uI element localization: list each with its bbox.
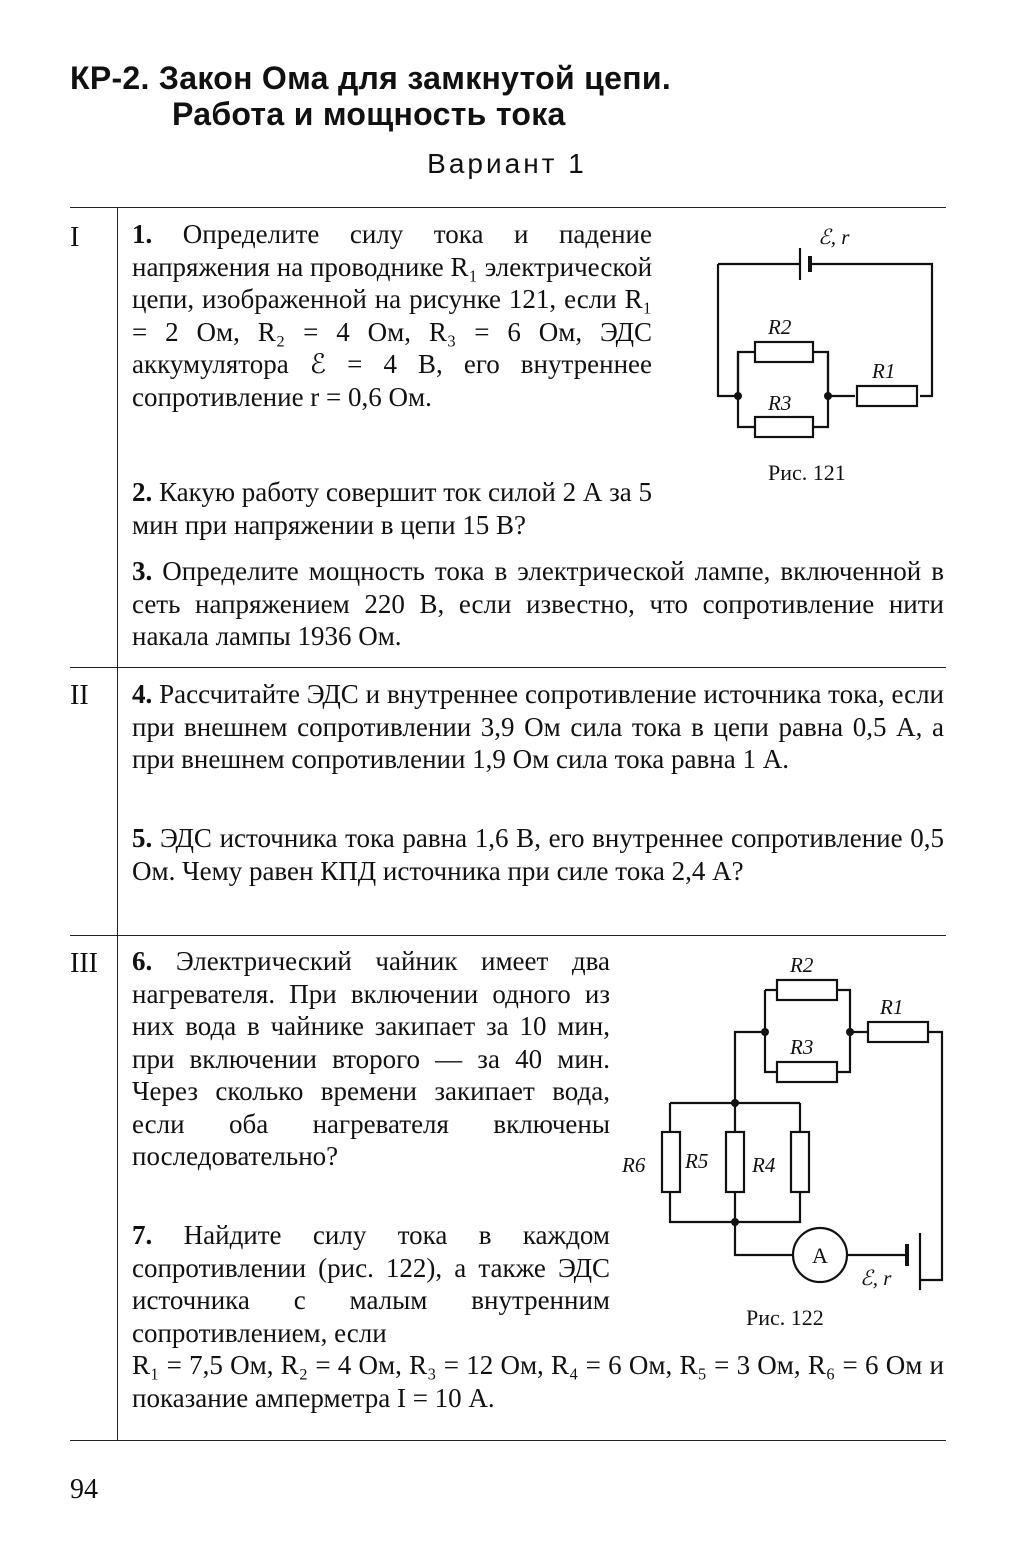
- problem-3-text: Определите мощность тока в электрической…: [132, 556, 944, 651]
- resistor-r6: [660, 1130, 682, 1194]
- section-label-1: I: [70, 222, 80, 253]
- resistor-r1-label: R1: [879, 995, 903, 1019]
- problem-5-text: ЭДС источника тока равна 1,6 В, его внут…: [132, 823, 945, 886]
- problem-5: 5. ЭДС источника тока равна 1,6 В, его в…: [132, 822, 944, 887]
- source-label: ℰ, r: [818, 225, 850, 249]
- problem-5-number: 5.: [132, 823, 153, 853]
- problem-1-text: Определите силу тока и падение напряжени…: [132, 219, 653, 412]
- problem-6-number: 6.: [132, 946, 153, 976]
- junction-dot: [734, 392, 742, 400]
- resistor-r1: [866, 1020, 930, 1044]
- ammeter-icon: [791, 1226, 849, 1284]
- resistor-r6-label: R6: [621, 1153, 646, 1177]
- problem-4-number: 4.: [132, 679, 153, 709]
- section-label-2: II: [70, 680, 89, 711]
- resistor-r2-label: R2: [789, 953, 814, 977]
- title-line-1: КР-2. Закон Ома для замкнутой цепи.: [70, 60, 672, 96]
- problem-7-number: 7.: [132, 1220, 153, 1250]
- problem-6: 6. Электрический чайник имеет два нагрев…: [132, 945, 610, 1173]
- source-label: ℰ, r: [860, 1266, 892, 1290]
- section-divider-2: [70, 935, 946, 936]
- problem-1: 1. Определите силу тока и падение напряж…: [132, 218, 652, 413]
- resistor-r2-label: R2: [767, 315, 792, 339]
- resistor-r2: [753, 340, 815, 364]
- problem-7-text-b: R₁ = 7,5 Ом, R₂ = 4 Ом, R₃ = 12 Ом, R₄ =…: [132, 1350, 944, 1413]
- figure-122-caption: Рис. 122: [746, 1305, 824, 1330]
- problem-7-text-a: Найдите силу тока в каждом сопротивлении…: [132, 1220, 611, 1348]
- problem-2-text: Какую работу совершит ток силой 2 А за 5…: [132, 477, 653, 540]
- resistor-r2: [775, 978, 839, 1002]
- problem-4: 4. Рассчитайте ЭДС и внутреннее сопротив…: [132, 678, 944, 776]
- title-line-2: Работа и мощность тока: [172, 96, 566, 132]
- junction-dot: [731, 1099, 739, 1107]
- problem-3: 3. Определите мощность тока в электричес…: [132, 555, 944, 653]
- section-divider-1: [70, 667, 946, 668]
- junction-dot: [824, 392, 832, 400]
- problem-1-number: 1.: [132, 219, 153, 249]
- problem-2-number: 2.: [132, 477, 153, 507]
- section-label-3: III: [70, 948, 98, 979]
- resistor-r4: [789, 1130, 811, 1194]
- resistor-r3-label: R3: [789, 1035, 813, 1059]
- problem-7-part-a: 7. Найдите силу тока в каждом сопротивле…: [132, 1219, 610, 1349]
- resistor-r4-label: R4: [751, 1153, 776, 1177]
- table-column-rule: [117, 207, 118, 1440]
- resistor-r3: [775, 1060, 839, 1084]
- problem-4-text: Рассчитайте ЭДС и внутреннее сопротивлен…: [132, 679, 945, 774]
- problem-7-part-b: R₁ = 7,5 Ом, R₂ = 4 Ом, R₃ = 12 Ом, R₄ =…: [132, 1349, 944, 1414]
- problem-3-number: 3.: [132, 556, 153, 586]
- table-bottom-rule: [70, 1440, 946, 1441]
- figure-121-caption: Рис. 121: [768, 460, 846, 485]
- circuit-figure-121: ℰ, r R2 R3 R1: [716, 225, 934, 439]
- resistor-r1: [855, 384, 919, 408]
- resistor-r5-label: R5: [684, 1149, 708, 1173]
- page-number: 94: [70, 1474, 98, 1505]
- ammeter-label: A: [812, 1243, 828, 1268]
- variant-heading: Вариант 1: [427, 148, 587, 179]
- resistor-r1-label: R1: [871, 359, 895, 383]
- table-top-rule: [70, 207, 946, 208]
- resistor-r3-label: R3: [767, 391, 791, 415]
- problem-6-text: Электрический чайник имеет два нагревате…: [132, 946, 610, 1171]
- resistor-r3: [753, 415, 815, 439]
- problem-2: 2. Какую работу совершит ток силой 2 А з…: [132, 476, 652, 541]
- resistor-r5: [724, 1130, 746, 1194]
- circuit-figure-122: R2 R3 R1 R6 R5 R4 A ℰ, r: [621, 953, 944, 1290]
- page-title: КР-2. Закон Ома для замкнутой цепи. Рабо…: [70, 60, 671, 132]
